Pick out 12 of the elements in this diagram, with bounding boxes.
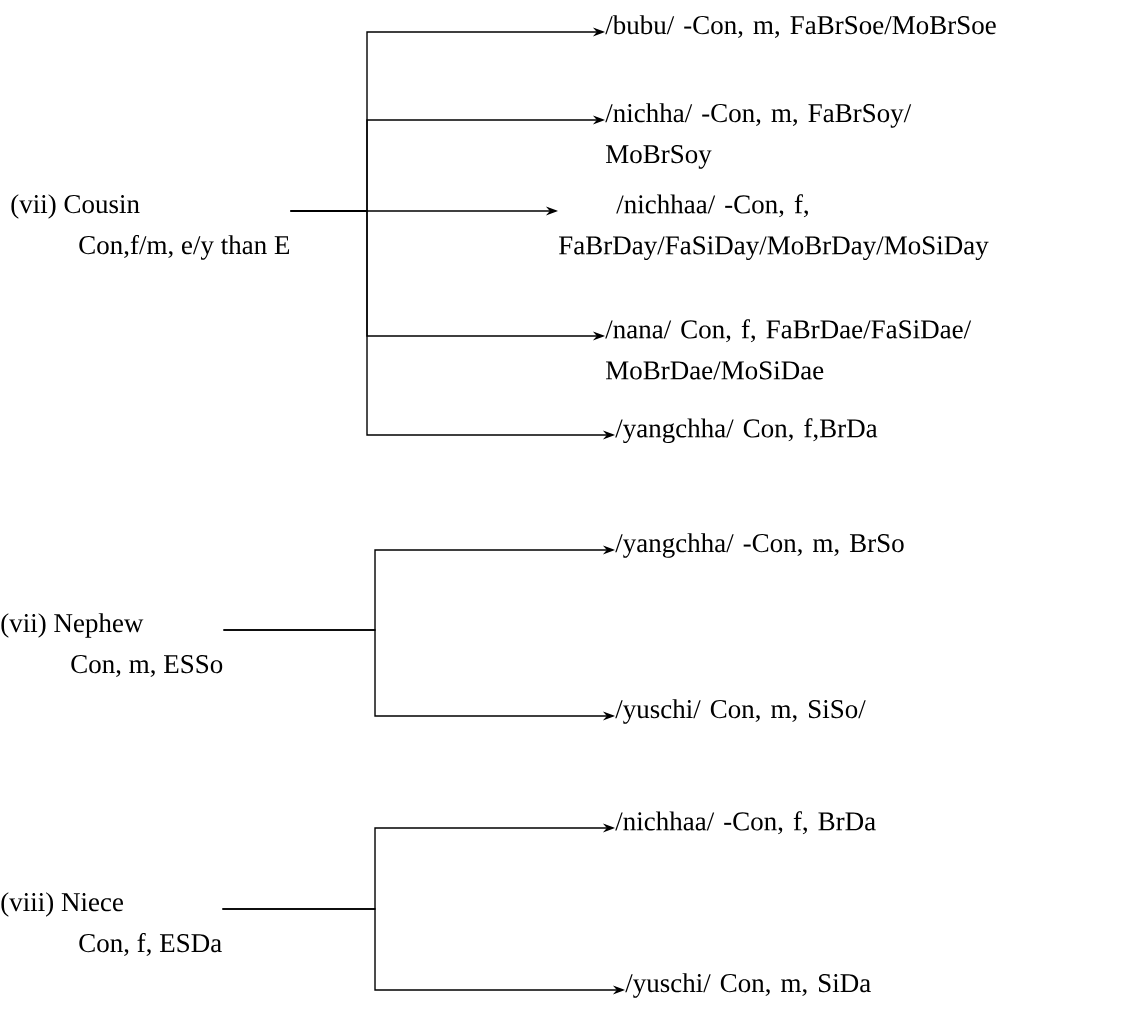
kin-term-label: /yuschi/ Con, m, SiSo/	[615, 699, 866, 724]
kin-term-label: /nana/ Con, f, FaBrDae/FaSiDae/ MoBrDae/MoSiDae	[605, 319, 972, 380]
term-label: (vii) Cousin Con,f/m, e/y than E	[11, 194, 290, 260]
kin-term-label: /nichhaa/ -Con, f, FaBrDay/FaSiDay/MoBrDay/MoSiDay	[559, 194, 989, 261]
kin-term-label: /nichhaa/ -Con, f, BrDa	[615, 811, 876, 835]
kin-term-label: /yuschi/ Con, m, SiDa	[625, 973, 871, 998]
kin-term-label: /bubu/ -Con, m, FaBrSoe/MoBrSoe	[605, 15, 996, 39]
term-label: (viii) Niece Con, f, ESDa	[1, 892, 222, 957]
kin-term-label: /nichha/ -Con, m, FaBrSoy/ MoBrSoy	[605, 103, 912, 169]
kin-term-label: /yangchha/ Con, f,BrDa	[615, 418, 878, 444]
kin-term-label: /yangchha/ -Con, m, BrSo	[615, 533, 904, 558]
term-label: (vii) Nephew Con, m, ESSo	[1, 613, 223, 678]
